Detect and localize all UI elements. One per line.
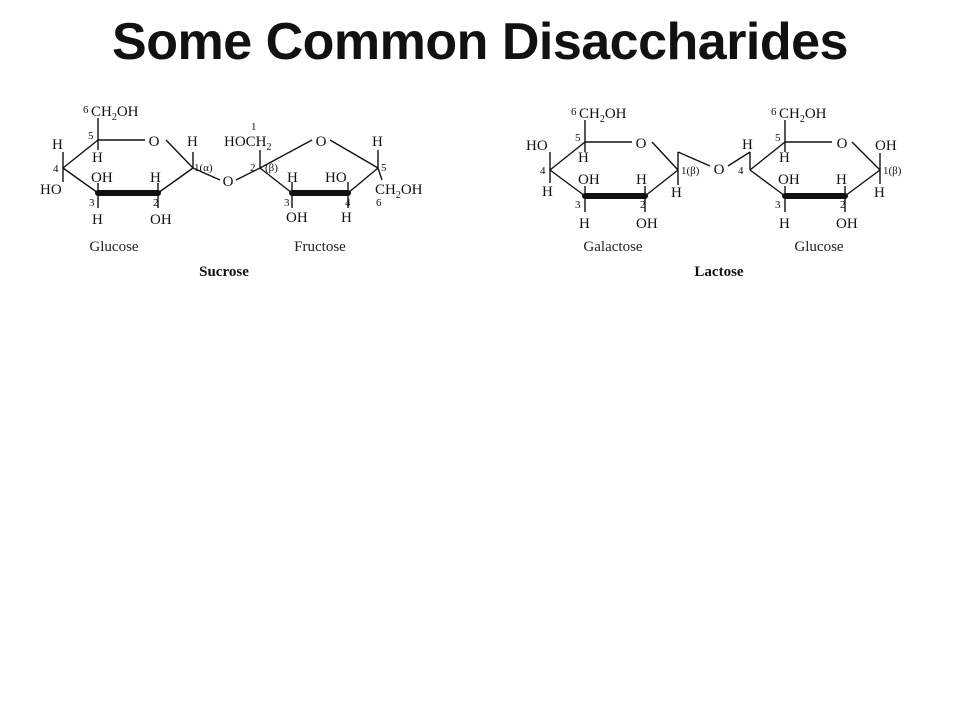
sucrose-glucose-label: Glucose	[89, 239, 138, 255]
lactose-gal-c2-number: 2	[640, 199, 646, 211]
sucrose-fru-c5-number: 5	[381, 162, 387, 174]
sucrose-fru-c3-oh: OH	[286, 210, 308, 226]
lactose-glc-c5-number: 5	[775, 132, 781, 144]
lactose-glucose-ring	[749, 120, 881, 212]
lactose-galactose-ring	[549, 120, 751, 212]
lactose-gal-c3-h: H	[579, 216, 590, 232]
lactose-gal-c2-h: H	[636, 172, 647, 188]
sucrose-fructose-ring	[259, 139, 383, 208]
lactose-gal-ch2oh: CH2OH	[579, 106, 627, 125]
sucrose-alpha-link: 1(α)	[194, 162, 213, 174]
lactose-gal-c6-number: 6	[571, 106, 577, 118]
sucrose-fru-hoch2: HOCH2	[224, 134, 272, 153]
sucrose-glc-c3-oh: OH	[91, 170, 113, 186]
lactose-gal-c4-ho: HO	[526, 138, 548, 154]
sucrose-fru-c6-number: 6	[376, 197, 382, 209]
sucrose-fru-c4-h: H	[341, 210, 352, 226]
lactose-gal-c3-number: 3	[575, 199, 581, 211]
lactose-gal-c4-h: H	[542, 184, 553, 200]
lactose-gal-c4-number: 4	[540, 165, 546, 177]
sucrose-fru-c3-h: H	[287, 170, 298, 186]
sucrose-glc-c2-oh: OH	[150, 212, 172, 228]
sucrose-glc-c5-number: 5	[88, 130, 94, 142]
lactose-caption: Lactose	[694, 264, 743, 280]
lactose-glc-c3-h: H	[779, 216, 790, 232]
sucrose-glc-ring-oxygen: O	[149, 134, 160, 150]
lactose-beta-link: 1(β)	[681, 165, 700, 177]
lactose-gal-c3-oh: OH	[578, 172, 600, 188]
lactose-glc-c2-number: 2	[840, 199, 846, 211]
sucrose-glc-c4-ho: HO	[40, 182, 62, 198]
lactose-glc-c1-oh: OH	[875, 138, 897, 154]
lactose-structure: 6 CH2OH 5 O HO H 4 H OH 3 H H 2 OH 1(β) …	[526, 106, 902, 280]
sucrose-glc-c2-h: H	[150, 170, 161, 186]
sucrose-glc-c3-h: H	[92, 212, 103, 228]
lactose-glc-c3-oh: OH	[778, 172, 800, 188]
sucrose-glycosidic-oxygen: O	[223, 174, 234, 190]
lactose-glc-c1-h: H	[874, 185, 885, 201]
sucrose-fru-ch2oh: CH2OH	[375, 182, 423, 201]
sucrose-fru-c4-number: 4	[345, 197, 351, 209]
sucrose-glc-c1-h: H	[187, 134, 198, 150]
lactose-beta-anomer: 1(β)	[883, 165, 902, 177]
lactose-gal-c2-oh: OH	[636, 216, 658, 232]
lactose-glucose-label: Glucose	[794, 239, 843, 255]
sucrose-glc-c6-number: 6	[83, 104, 89, 116]
sucrose-glc-c4-h: H	[52, 137, 63, 153]
sucrose-structure: O 6 CH2OH 5 H H 4 HO OH 3 H H 2 OH H 1(α…	[40, 104, 423, 280]
lactose-gal-c5-number: 5	[575, 132, 581, 144]
lactose-glc-c4-h: H	[742, 137, 753, 153]
sucrose-fru-c2-number: 2	[250, 162, 256, 174]
sucrose-glc-ch2oh: CH2OH	[91, 104, 139, 123]
sucrose-fru-c5-h: H	[372, 134, 383, 150]
lactose-glc-c3-number: 3	[775, 199, 781, 211]
sucrose-fru-c4-ho: HO	[325, 170, 347, 186]
sucrose-glc-c2-number: 2	[153, 197, 159, 209]
lactose-glc-c2-oh: OH	[836, 216, 858, 232]
sucrose-glc-c5-h: H	[92, 150, 103, 166]
lactose-gal-c1-h: H	[671, 185, 682, 201]
sucrose-fructose-label: Fructose	[294, 239, 346, 255]
lactose-glc-c2-h: H	[836, 172, 847, 188]
page-title: Some Common Disaccharides	[112, 13, 848, 71]
lactose-glc-c6-number: 6	[771, 106, 777, 118]
lactose-glc-c5-h: H	[779, 150, 790, 166]
lactose-gal-ring-oxygen: O	[636, 136, 647, 152]
sucrose-caption: Sucrose	[199, 264, 249, 280]
sucrose-beta-link: (β)	[265, 162, 278, 174]
sucrose-fru-c3-number: 3	[284, 197, 290, 209]
sucrose-glc-c3-number: 3	[89, 197, 95, 209]
sucrose-fru-c1-number: 1	[251, 121, 257, 133]
lactose-glc-ch2oh: CH2OH	[779, 106, 827, 125]
lactose-glycosidic-oxygen: O	[714, 162, 725, 178]
sucrose-fru-ring-oxygen: O	[316, 134, 327, 150]
lactose-gal-c5-h: H	[578, 150, 589, 166]
lactose-glc-c4-number: 4	[738, 165, 744, 177]
lactose-glc-ring-oxygen: O	[837, 136, 848, 152]
sucrose-glucose-ring	[62, 118, 261, 208]
sucrose-glc-c4-number: 4	[53, 163, 59, 175]
lactose-galactose-label: Galactose	[583, 239, 642, 255]
